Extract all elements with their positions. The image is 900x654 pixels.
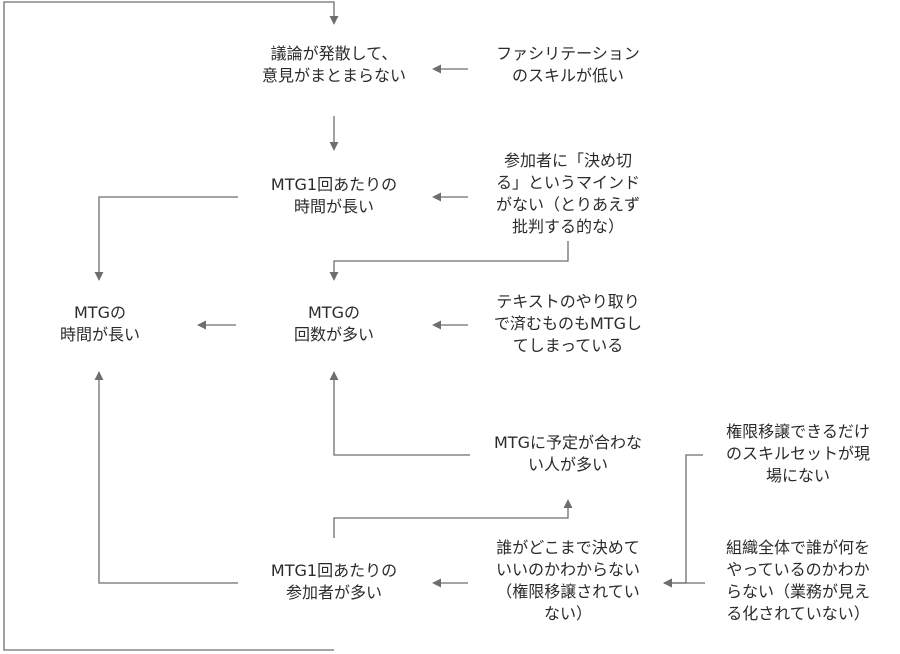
node-many-meetings: MTGの 回数が多い bbox=[293, 303, 374, 344]
edge-schedule-to-many-meetings bbox=[329, 371, 470, 456]
node-no-visibility: 組織全体で誰が何を やっているのかわか らない（業務が見え る化されていない） bbox=[725, 538, 870, 623]
node-no-decision-mindset: 参加者に「決め切 る」というマインド がない（とりあえず 批判する的な） bbox=[495, 151, 640, 236]
node-text-could-suffice: テキストのやり取り で済むものもMTGし てしまっている bbox=[494, 292, 642, 355]
node-discussion-diverges: 議論が発散して、 意見がまとまらない bbox=[261, 44, 406, 85]
node-total-meeting-time-long: MTGの 時間が長い bbox=[59, 303, 140, 344]
edge-loop-to-discussion bbox=[3, 1, 339, 651]
edge-participants-to-total-time bbox=[94, 371, 238, 584]
node-long-per-meeting: MTG1回あたりの 時間が長い bbox=[270, 175, 398, 216]
node-low-facilitation: ファシリテーション のスキルが低い bbox=[496, 44, 640, 85]
edge-participants-to-schedule bbox=[333, 499, 573, 538]
node-no-delegation-skills: 権限移譲できるだけ のスキルセットが現 場にない bbox=[725, 422, 870, 485]
node-many-participants: MTG1回あたりの 参加者が多い bbox=[270, 561, 398, 602]
node-unclear-authority: 誰がどこまで決めて いいのかわからない （権限移譲されてい ない） bbox=[495, 538, 640, 623]
edge-mindset-to-many-meetings bbox=[329, 241, 569, 281]
node-schedule-conflicts: MTGに予定が合わな い人が多い bbox=[494, 433, 642, 474]
edge-long-meeting-to-total-time bbox=[94, 196, 238, 281]
